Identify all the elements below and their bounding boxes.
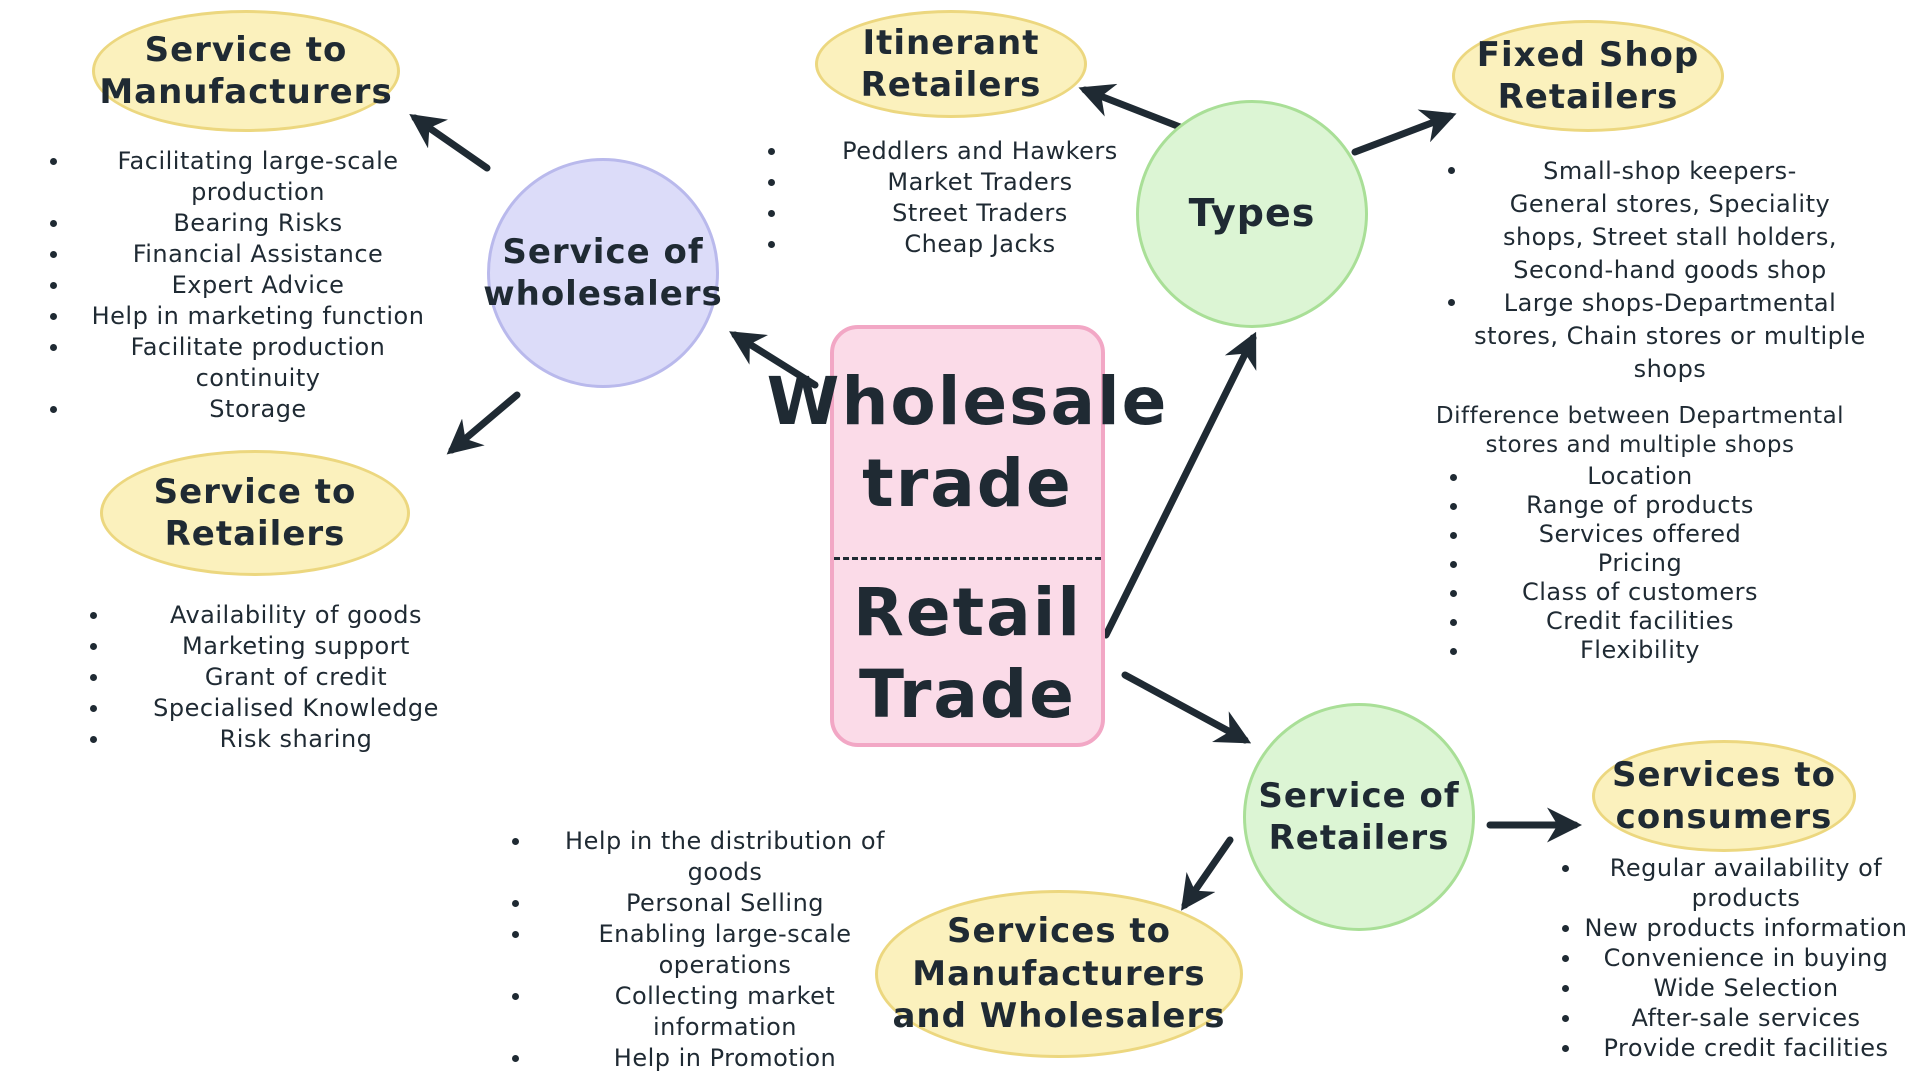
list-item: Risk sharing (90, 724, 464, 755)
list-item: Grant of credit (90, 662, 464, 693)
fixed-shop-retailers-list: Small-shop keepers- General stores, Spec… (1448, 155, 1870, 386)
list-item: Range of products (1450, 491, 1830, 520)
list-item: Financial Assistance (50, 239, 428, 270)
list-item: Provide credit facilities (1562, 1033, 1914, 1063)
list-item: Storage (50, 394, 428, 425)
list-item: Convenience in buying (1562, 943, 1914, 973)
list-item: Services offered (1450, 520, 1830, 549)
wholesale-trade-label: Wholesale trade (766, 362, 1169, 523)
itinerant-retailers-list: Peddlers and Hawkers Market Traders Stre… (768, 136, 1140, 260)
arrow-types-to-fixed-shop (1351, 109, 1457, 156)
services-to-consumers-list: Regular availability of products New pro… (1562, 853, 1914, 1063)
service-of-retailers-node: Service of Retailers (1243, 703, 1475, 931)
difference-list: Location Range of products Services offe… (1450, 462, 1830, 665)
list-item: Bearing Risks (50, 208, 428, 239)
wholesale-retail-box: Wholesale trade Retail Trade (766, 325, 1169, 747)
center-divider (834, 557, 1101, 560)
list-item: New products information (1562, 913, 1914, 943)
list-item: Regular availability of products (1562, 853, 1914, 913)
service-to-retailers-list: Availability of goods Marketing support … (90, 600, 464, 755)
list-item: Personal Selling (512, 888, 910, 919)
arrow-to-services-to-manufacturers-and-wholesalers (1181, 836, 1234, 911)
retail-trade-label: Retail Trade (853, 573, 1082, 734)
list-item: After-sale services (1562, 1003, 1914, 1033)
list-item: Help in marketing function (50, 301, 428, 332)
list-item: Help in the distribution of goods (512, 826, 910, 888)
list-item: Flexibility (1450, 636, 1830, 665)
service-to-manufacturers-node: Service to Manufacturers (92, 10, 400, 132)
services-to-consumers-node: Services to consumers (1592, 740, 1856, 852)
list-item: Large shops-Departmental stores, Chain s… (1448, 287, 1870, 386)
list-item: Specialised Knowledge (90, 693, 464, 724)
list-item: Help in Promotion (512, 1043, 910, 1074)
arrow-to-service-to-retailers (446, 391, 521, 455)
services-to-manufacturers-and-wholesalers-node: Services to Manufacturers and Wholesaler… (875, 890, 1243, 1058)
list-item: Street Traders (768, 198, 1140, 229)
service-of-wholesalers-node: Service of wholesalers (483, 158, 722, 388)
list-item: Pricing (1450, 549, 1830, 578)
services-to-manufacturers-and-wholesalers-list: Help in the distribution of goods Person… (512, 826, 910, 1074)
list-item: Class of customers (1450, 578, 1830, 607)
service-to-retailers-node: Service to Retailers (100, 450, 410, 576)
arrow-types-to-itinerant (1078, 83, 1184, 131)
itinerant-retailers-node: Itinerant Retailers (815, 10, 1087, 118)
list-item: Collecting market information (512, 981, 910, 1043)
list-item: Facilitate production continuity (50, 332, 428, 394)
service-to-manufacturers-list: Facilitating large-scale production Bear… (50, 146, 428, 425)
list-item: Expert Advice (50, 270, 428, 301)
list-item: Market Traders (768, 167, 1140, 198)
list-item: Location (1450, 462, 1830, 491)
types-node: Types (1136, 100, 1368, 328)
arrow-retail-to-service-of-retailers (1121, 671, 1252, 744)
list-item: Small-shop keepers- General stores, Spec… (1448, 155, 1870, 287)
list-item: Enabling large-scale operations (512, 919, 910, 981)
list-item: Peddlers and Hawkers (768, 136, 1140, 167)
list-item: Cheap Jacks (768, 229, 1140, 260)
list-item: Wide Selection (1562, 973, 1914, 1003)
list-item: Credit facilities (1450, 607, 1830, 636)
fixed-shop-retailers-node: Fixed Shop Retailers (1452, 20, 1724, 132)
list-item: Marketing support (90, 631, 464, 662)
list-item: Availability of goods (90, 600, 464, 631)
difference-heading: Difference between Departmental stores a… (1435, 403, 1845, 458)
list-item: Facilitating large-scale production (50, 146, 428, 208)
